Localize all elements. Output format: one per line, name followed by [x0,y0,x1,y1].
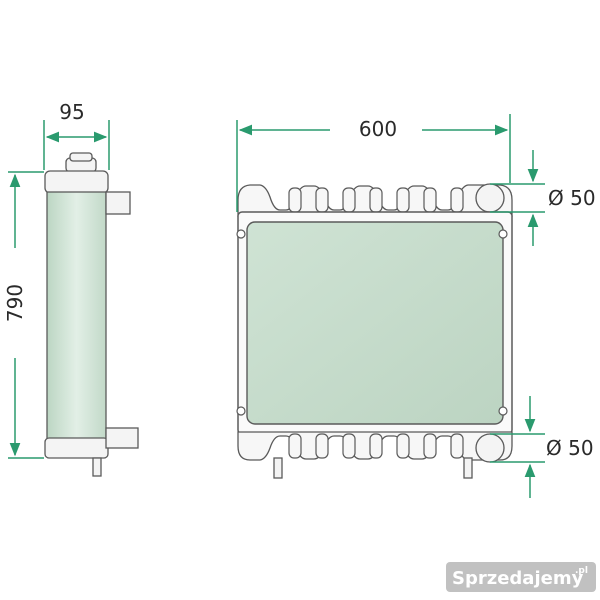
watermark-backdrop [446,562,596,592]
side-upper-pipe [105,191,131,215]
front-left-foot [273,457,283,479]
bolt-bottom-right [498,406,508,416]
side-drain [92,457,102,477]
front-view [236,183,513,479]
side-width-label: 95 [59,100,84,124]
front-bottom-pipe [475,433,505,463]
bottom-pipe-dimension: Ø 50 [490,396,594,498]
side-top-tank [44,170,109,194]
front-core [246,221,504,425]
bolt-top-right [498,229,508,239]
top-pipe-dimension: Ø 50 [490,150,596,246]
side-view [44,152,139,477]
side-width-dimension: 95 [43,100,110,170]
side-height-label: 790 [3,284,27,322]
watermark: Sprzedajemy .pl [446,562,596,592]
bolt-bottom-left [236,406,246,416]
top-pipe-diameter-label: Ø 50 [548,186,596,210]
front-top-pipe [475,183,505,213]
watermark-tld: .pl [575,566,588,576]
front-bottom-fins [288,433,464,459]
front-top-fins [288,187,464,213]
side-height-dimension: 790 [3,171,44,459]
watermark-brand: Sprzedajemy [452,568,584,589]
side-bottom-tank [44,437,109,459]
bolt-top-left [236,229,246,239]
side-core [46,191,107,441]
front-width-dimension: 600 [236,114,511,212]
front-right-foot [463,457,473,479]
side-lower-pipe [105,427,139,449]
bottom-pipe-diameter-label: Ø 50 [546,436,594,460]
front-width-label: 600 [359,117,397,141]
front-bolts [236,229,508,416]
